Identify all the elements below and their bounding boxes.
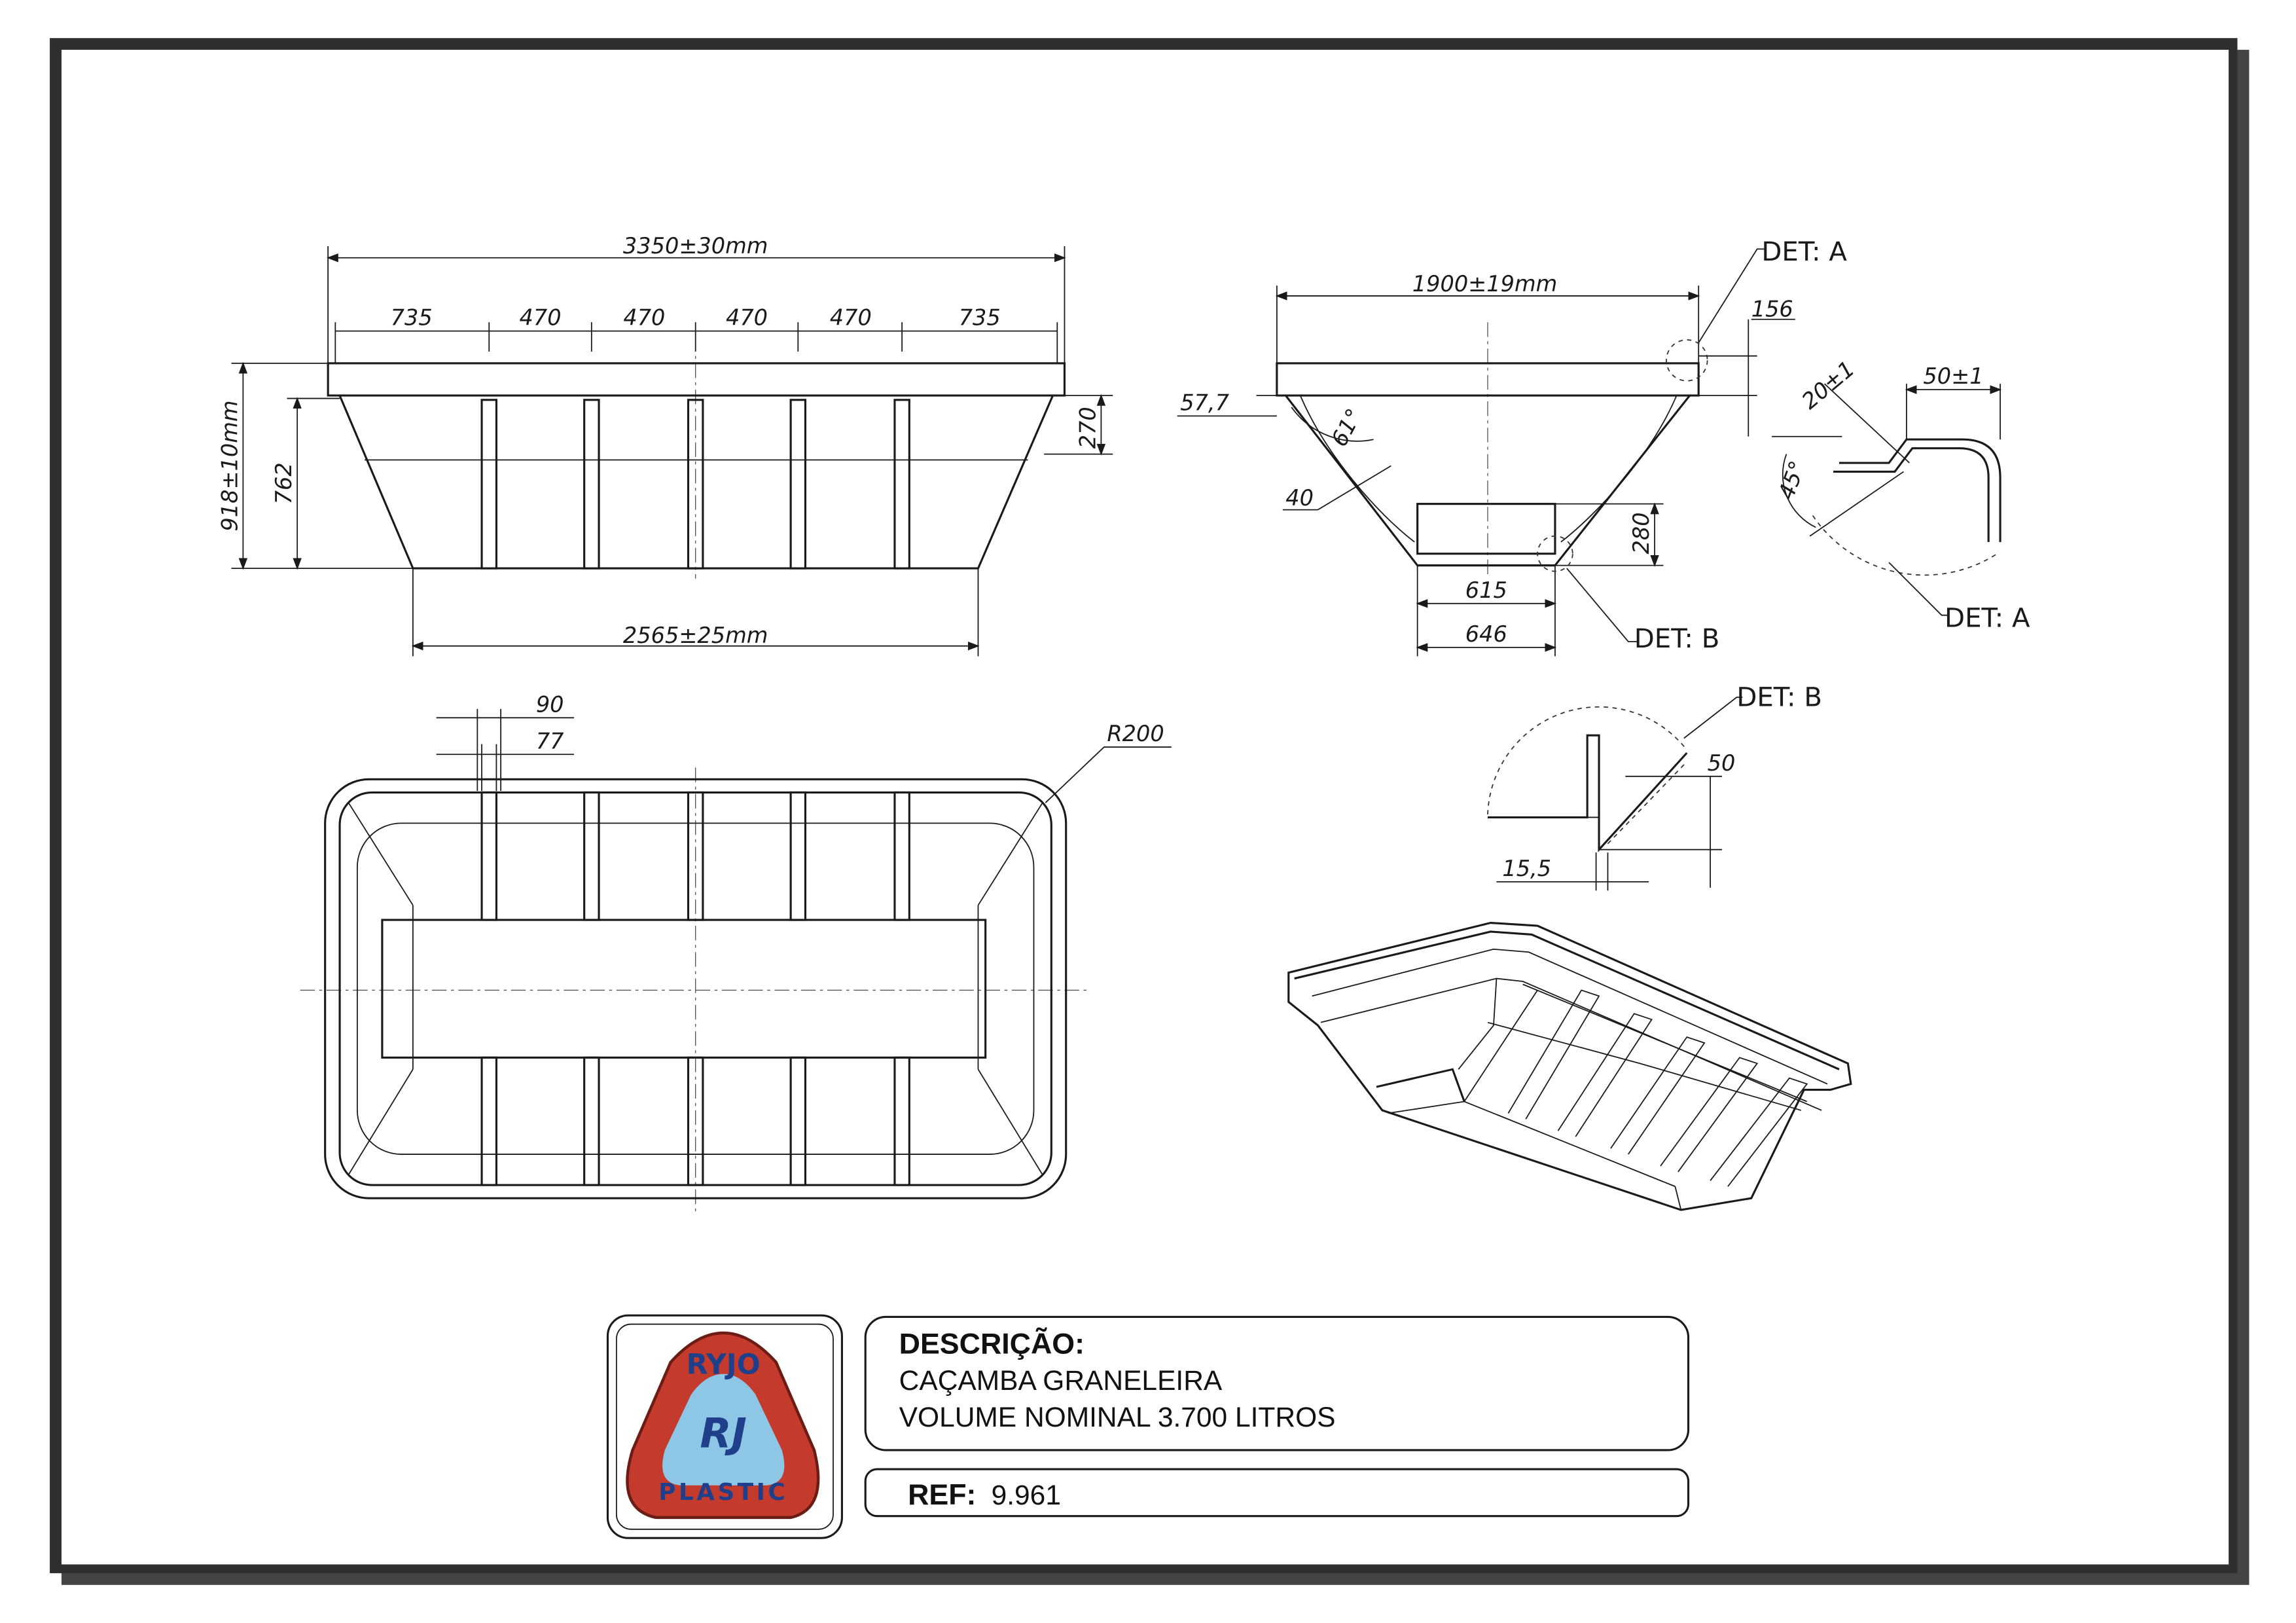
front-total-height: 918±10mm xyxy=(217,400,242,531)
det-b-callout: DET: B xyxy=(1634,624,1720,654)
segment-dim: 470 xyxy=(520,305,562,331)
rib-inner-dim: 77 xyxy=(536,728,564,754)
segment-dim: 735 xyxy=(959,305,1001,331)
segment-dim: 470 xyxy=(726,305,768,331)
front-overall-width: 3350±30mm xyxy=(623,233,768,259)
sheet-frame xyxy=(50,38,2250,1585)
logo-frame xyxy=(606,1314,843,1539)
segment-dim: 470 xyxy=(830,305,872,331)
side-view: 1900±19mm DET: A 156 57,7 61° 40 280 615… xyxy=(1177,237,1847,657)
ref-value: 9.961 xyxy=(992,1480,1061,1511)
description-line-2: VOLUME NOMINAL 3.700 LITROS xyxy=(899,1402,1336,1433)
ref-box xyxy=(864,1468,1690,1518)
segment-dim: 470 xyxy=(623,305,665,331)
description-box xyxy=(864,1315,1690,1451)
front-bottom-width: 2565±25mm xyxy=(623,623,768,648)
title-block: RYJO RJ PLASTIC DESCRIÇÃO: CAÇAMBA GRANE… xyxy=(606,1314,1690,1539)
rib-outer-dim: 90 xyxy=(536,691,564,717)
det-b-label: DET: B xyxy=(1736,682,1822,712)
front-view: 3350±30mm 735 470 470 470 470 735 918±10… xyxy=(217,233,1113,657)
isometric-view xyxy=(1287,921,1852,1211)
company-logo: RYJO RJ PLASTIC xyxy=(626,1331,820,1520)
det-a-lip: 50±1 xyxy=(1923,363,1983,389)
top-view: 90 77 R200 xyxy=(300,691,1172,1216)
det-b-thickness: 15,5 xyxy=(1502,856,1551,881)
logo-bottom-text: PLASTIC xyxy=(658,1479,788,1506)
front-body-height: 762 xyxy=(271,462,296,504)
corner-radius-dim: R200 xyxy=(1107,721,1164,746)
dim-40: 40 xyxy=(1285,485,1314,511)
dim-57: 57,7 xyxy=(1180,390,1229,415)
description-line-1: CAÇAMBA GRANELEIRA xyxy=(899,1366,1223,1396)
detail-b: DET: B 50 15,5 xyxy=(1487,682,1822,891)
side-overall-width: 1900±19mm xyxy=(1412,271,1558,297)
base-height-dim: 280 xyxy=(1628,512,1654,554)
outer-base-dim: 646 xyxy=(1465,621,1507,647)
det-b-height: 50 xyxy=(1708,750,1736,776)
ref-label: REF: xyxy=(908,1478,976,1511)
segment-dim: 735 xyxy=(391,305,433,331)
det-a-callout: DET: A xyxy=(1761,237,1847,267)
lip-height-dim: 156 xyxy=(1751,296,1793,321)
det-a-label: DET: A xyxy=(1945,604,2030,634)
front-rim-height: 270 xyxy=(1075,407,1100,448)
logo-mid-text: RJ xyxy=(700,1410,747,1457)
logo-top-text: RYJO xyxy=(687,1349,761,1381)
description-heading: DESCRIÇÃO: xyxy=(899,1327,1085,1360)
inner-base-dim: 615 xyxy=(1465,577,1507,603)
